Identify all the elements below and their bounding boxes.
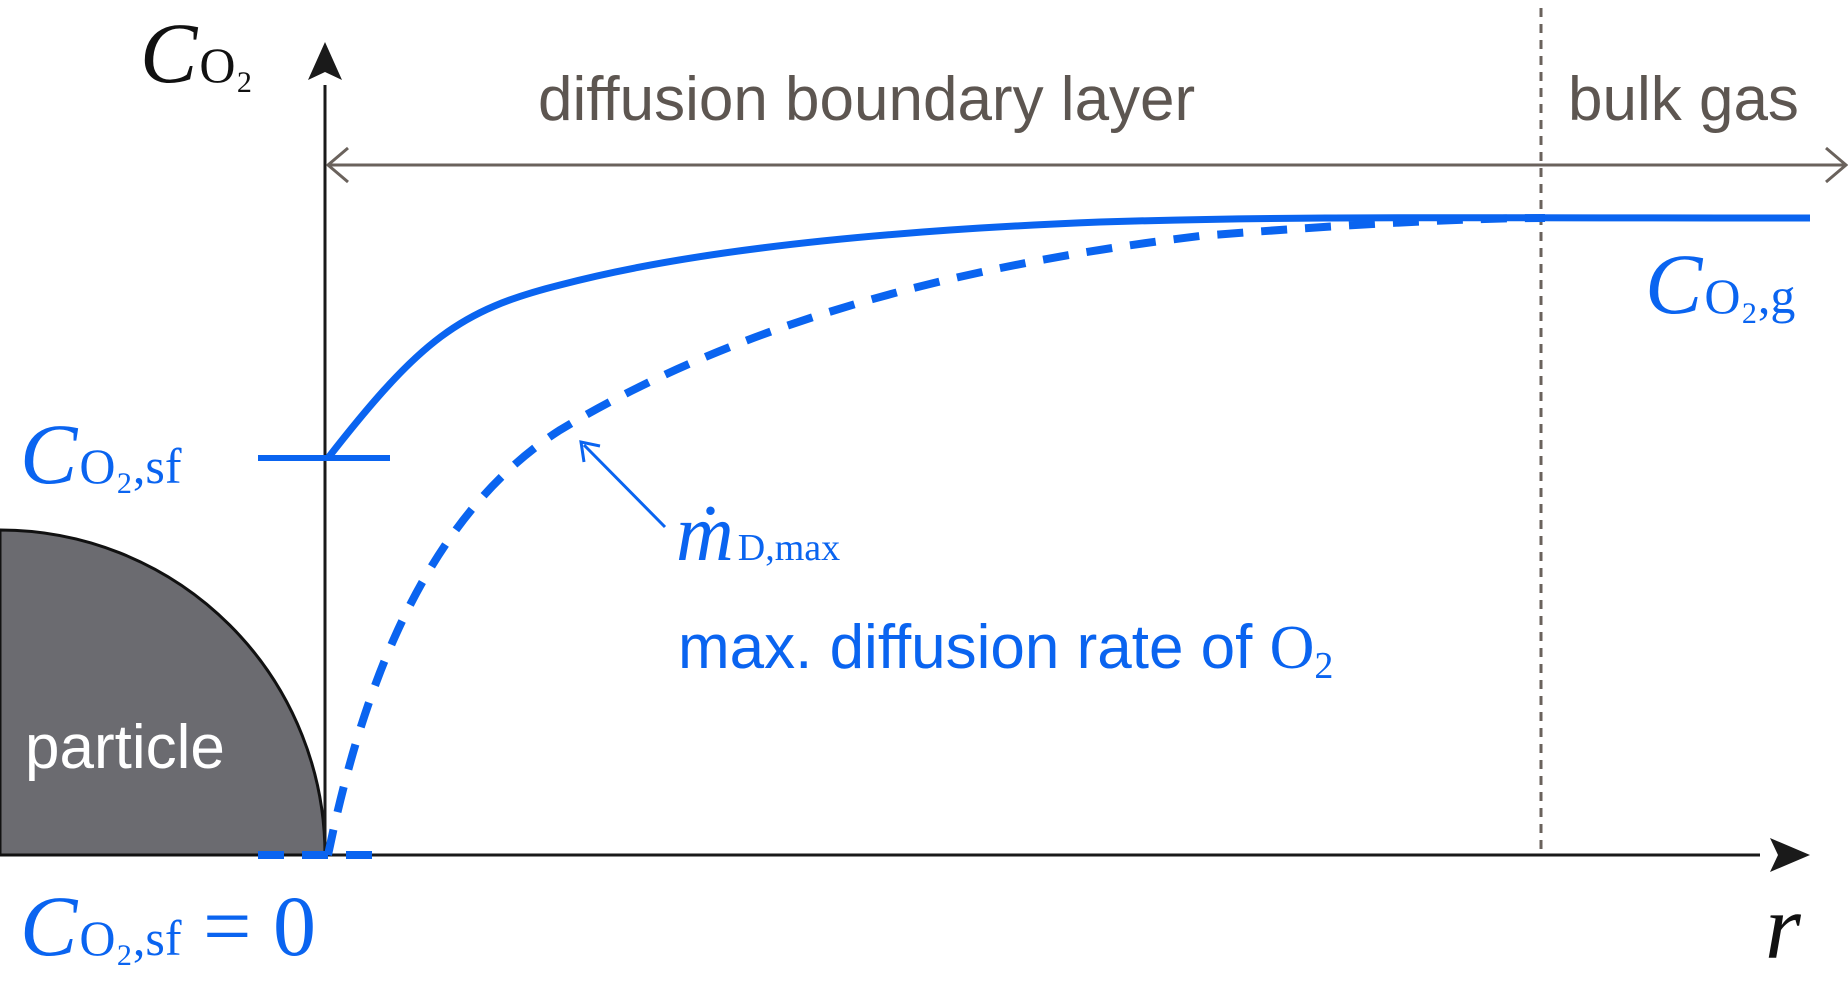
particle-shape — [0, 528, 327, 857]
surface-concentration-label: CO₂,sf — [20, 406, 182, 502]
y-axis-label-sub: O₂ — [199, 37, 253, 93]
surface-zero-main: C — [20, 878, 79, 974]
mdot-main: ṁ — [676, 490, 734, 578]
particle-label: particle — [25, 713, 225, 782]
actual-profile-curve — [325, 214, 1811, 461]
boundary-layer-label: diffusion boundary layer — [538, 65, 1195, 134]
gas-concentration-sub: O₂,g — [1704, 268, 1795, 324]
max-rate-text: max. diffusion rate of — [678, 613, 1270, 682]
max-rate-sub: 2 — [1314, 645, 1333, 687]
mdot-pointer — [579, 440, 667, 529]
max-rate-label: max. diffusion rate of O2 — [678, 613, 1333, 687]
surface-zero-rest: = 0 — [182, 878, 317, 974]
surface-zero-sub: O₂,sf — [79, 910, 181, 966]
bulk-gas-label: bulk gas — [1568, 65, 1799, 134]
max-diffusion-profile-curve — [324, 214, 1546, 856]
y-axis-label: CO₂ — [140, 5, 253, 101]
y-axis-arrow — [308, 42, 342, 80]
gas-concentration-label: CO₂,g — [1645, 236, 1795, 332]
gas-concentration-main: C — [1645, 236, 1704, 332]
surface-zero-label: CO₂,sf = 0 — [20, 878, 316, 974]
x-axis-arrow — [1770, 838, 1810, 872]
boundary-layer-arrow — [325, 146, 1848, 184]
x-axis-label: r — [1765, 876, 1802, 978]
mdot-sub: D,max — [738, 527, 840, 569]
y-axis-label-main: C — [140, 5, 199, 101]
max-rate-o: O — [1270, 614, 1315, 682]
surface-concentration-main: C — [20, 406, 79, 502]
surface-concentration-sub: O₂,sf — [79, 438, 181, 494]
